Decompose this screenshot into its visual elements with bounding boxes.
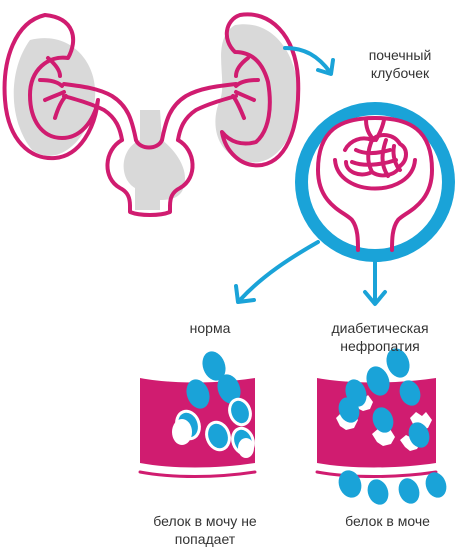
blood-vessel-damaged	[317, 345, 450, 507]
kidneys-illustration	[5, 14, 299, 215]
label-glomerulus: почечный клубочек	[340, 46, 460, 82]
label-normal-result: белок в мочу не попадает	[125, 512, 285, 548]
label-diabetic-nephropathy: диабетическая нефропатия	[305, 319, 455, 355]
blood-vessel-normal	[140, 348, 257, 476]
label-diabetic-result: белок в моче	[325, 512, 450, 530]
label-normal: норма	[165, 319, 255, 337]
glomerulus-magnifier	[295, 102, 455, 262]
